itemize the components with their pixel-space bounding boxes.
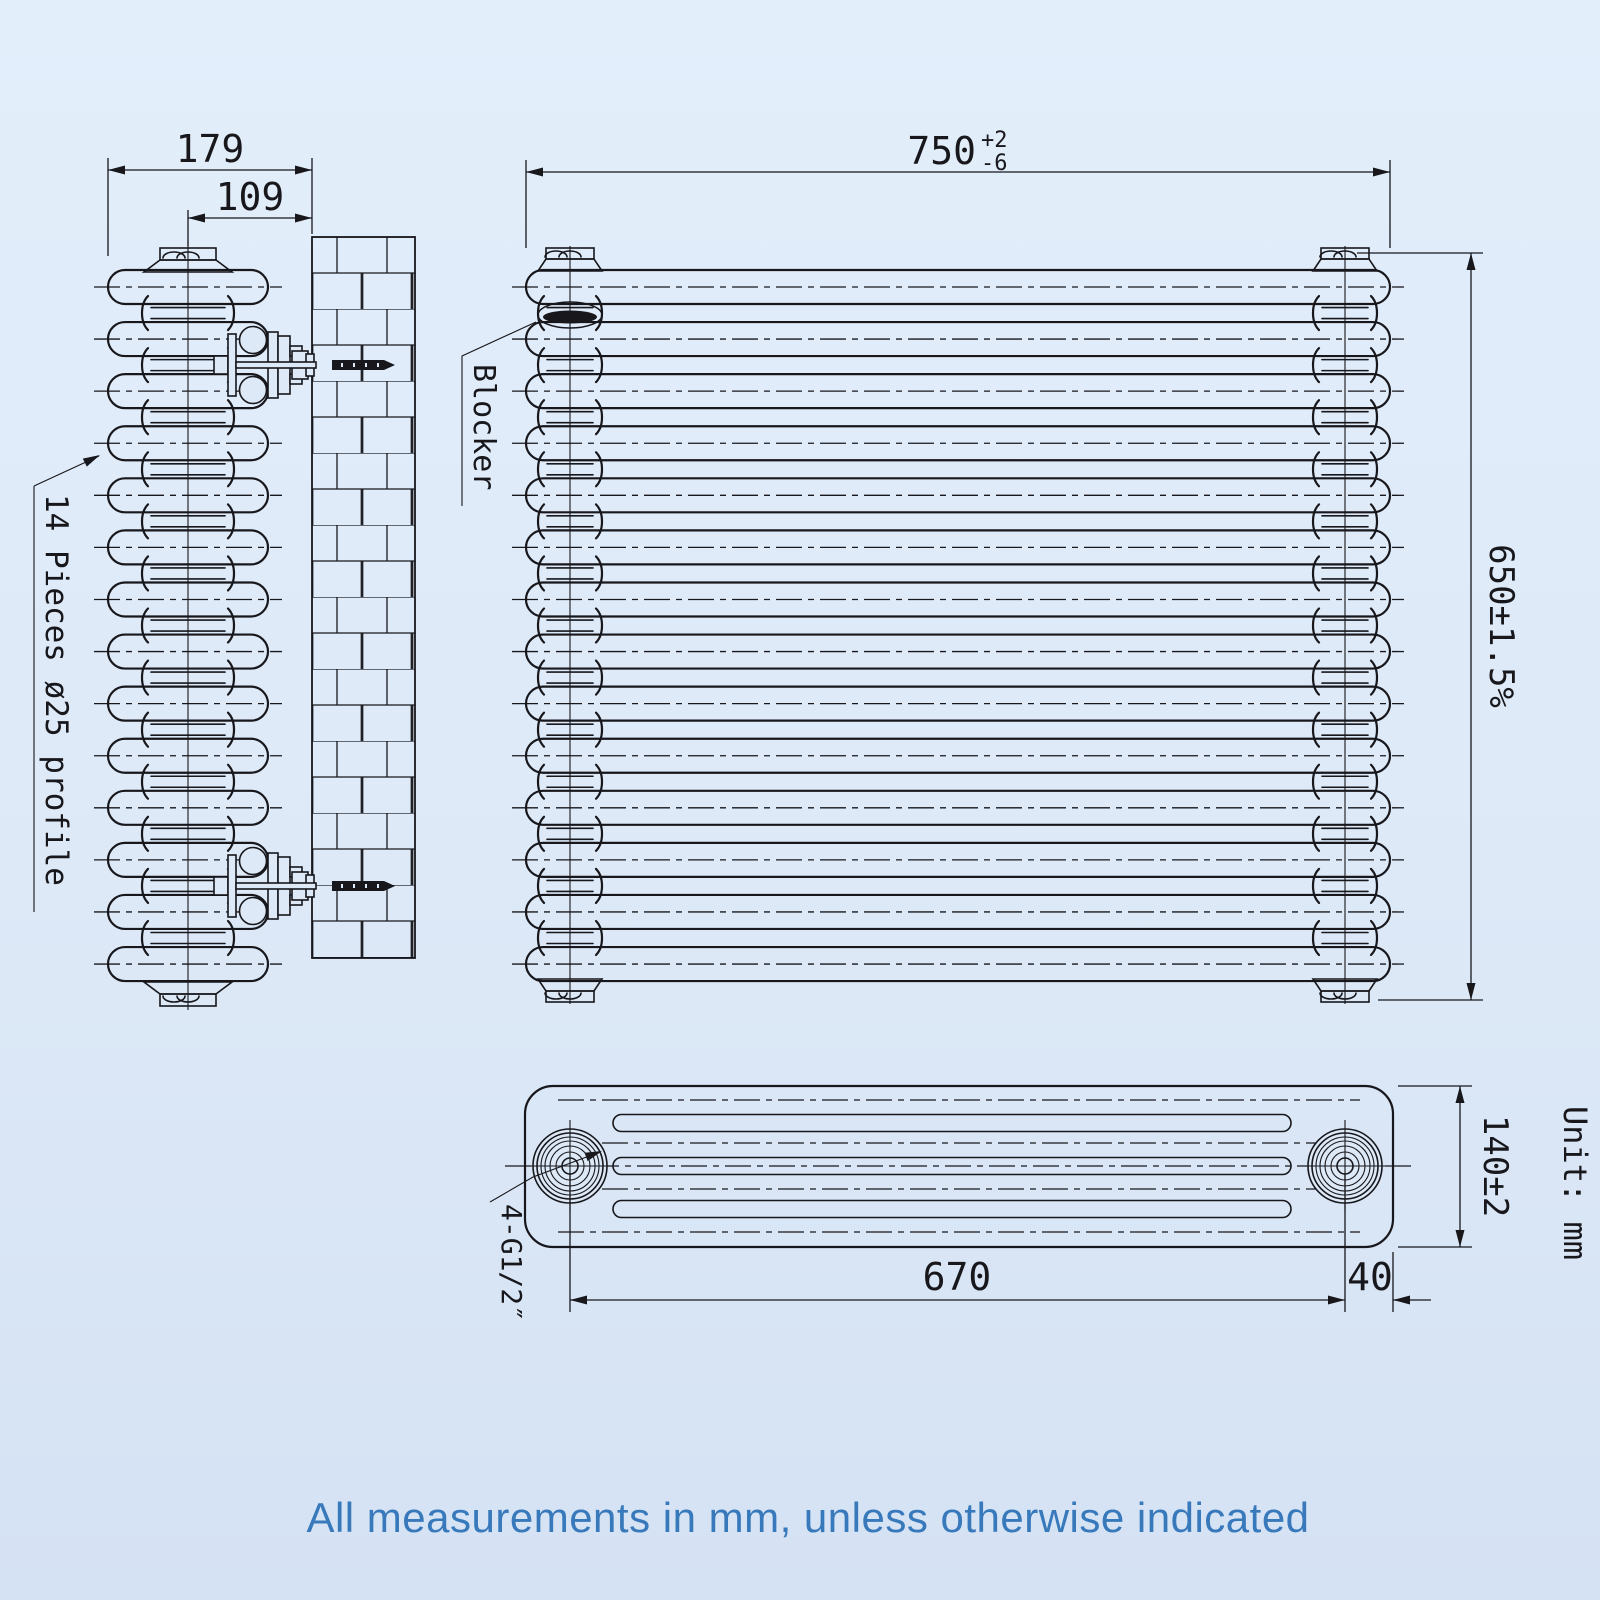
dim-text-front-height: 650±1.5% [1481, 544, 1521, 708]
top-view [505, 1084, 1413, 1249]
blocker-label: Blocker [466, 364, 501, 490]
unit-label: Unit: mm [1556, 1106, 1594, 1260]
dim-text-port-offset: 40 [1347, 1255, 1393, 1299]
measurement-note: All measurements in mm, unless otherwise… [306, 1494, 1310, 1541]
port-thread-label: 4-G1/2″ [495, 1204, 528, 1322]
side-view [94, 236, 416, 1010]
dimension-lines [33, 158, 1483, 1312]
front-view [512, 246, 1404, 1004]
dim-text-side-depth: 179 [176, 127, 245, 171]
profile-pieces-label: 14 Pieces ø25 profile [38, 494, 74, 886]
dim-text-front-width-tol-minus: -6 [981, 151, 1008, 176]
dim-text-front-width-tol-plus: +2 [981, 128, 1008, 153]
dim-text-top-depth: 140±2 [1475, 1115, 1515, 1217]
dim-text-side-wall-distance: 109 [216, 175, 285, 219]
dim-text-port-centers: 670 [923, 1255, 992, 1299]
dim-text-front-width: 750 [907, 129, 976, 173]
